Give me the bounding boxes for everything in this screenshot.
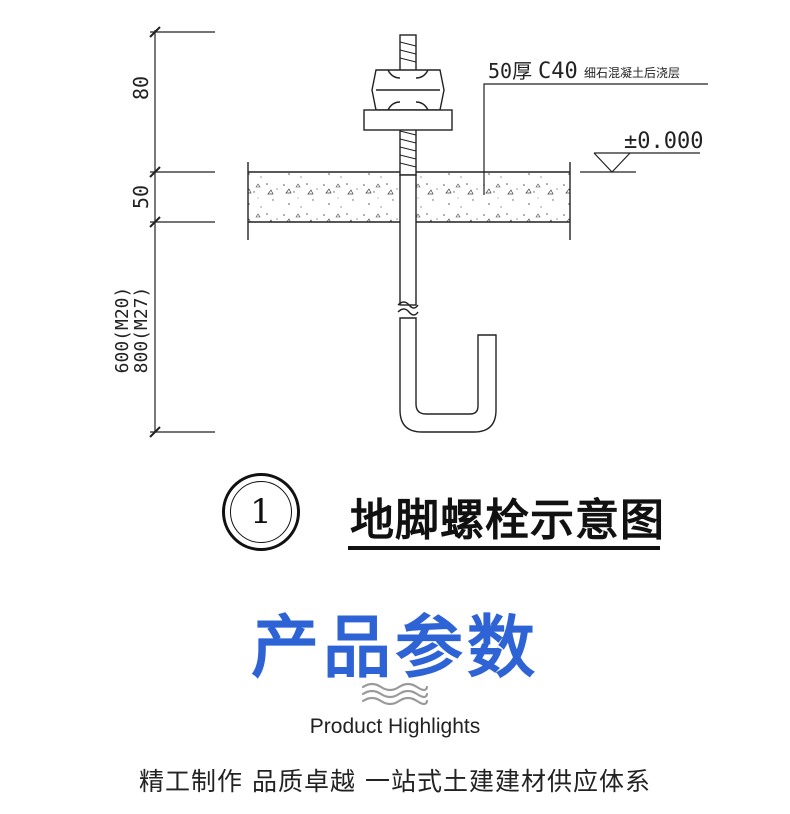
dimension-middle: 50 (129, 185, 153, 209)
dimension-top: 80 (129, 76, 153, 100)
callout-grade: C40 (538, 59, 578, 84)
title-underline (348, 546, 660, 550)
elevation-symbol (580, 152, 700, 173)
wave-icon (361, 682, 429, 706)
elevation-label: ±0.000 (624, 129, 703, 154)
tagline: 精工制作 品质卓越 一站式土建建材供应体系 (139, 767, 651, 796)
detail-marker: 1 (222, 473, 300, 551)
detail-number: 1 (230, 481, 292, 543)
anchor-bolt (363, 34, 497, 433)
section-subheading: Product Highlights (309, 715, 481, 738)
anchor-bolt-drawing: 80 50 600(M20) 800(M27) (112, 26, 708, 438)
callout-material: 细石混凝土后浇层 (584, 65, 680, 80)
section-heading: 产品参数 (250, 609, 539, 688)
callout-leader (483, 83, 708, 195)
dimension-chain (149, 26, 215, 438)
callout-thickness: 50厚 (488, 59, 532, 83)
diagram-title: 地脚螺栓示意图 (350, 495, 665, 546)
dimension-bottom-line1: 600(M20) (112, 287, 133, 374)
dimension-bottom-line2: 800(M27) (131, 287, 152, 374)
